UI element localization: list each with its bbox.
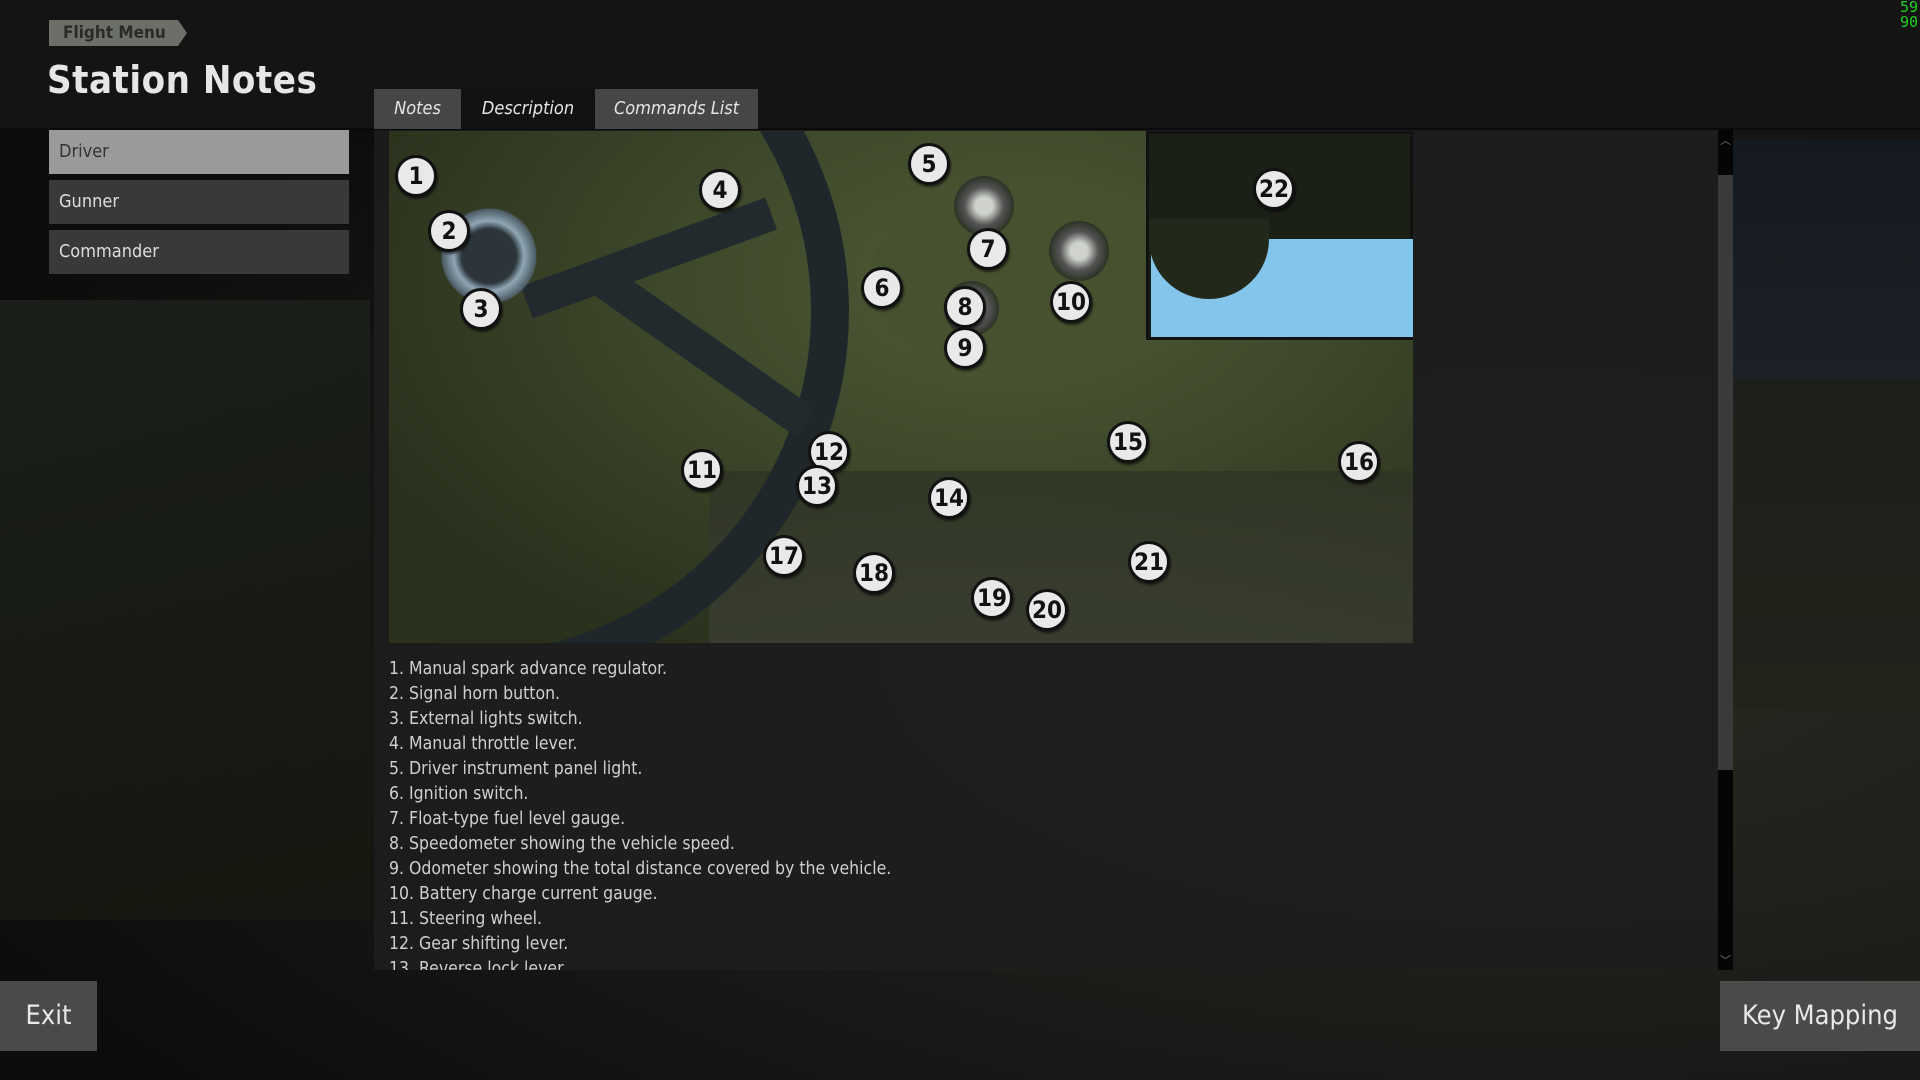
sidebar-item-gunner[interactable]: Gunner: [49, 180, 349, 224]
callout-badge-7: 7: [967, 228, 1009, 270]
scene-field: [1733, 380, 1920, 710]
scene-sky: [1733, 140, 1920, 380]
note-item: 5. Driver instrument panel light.: [389, 759, 643, 779]
note-item: 3. External lights switch.: [389, 709, 583, 729]
flight-menu-back-button[interactable]: Flight Menu: [49, 20, 187, 46]
note-item: 7. Float-type fuel level gauge.: [389, 809, 626, 829]
callout-badge-5: 5: [908, 143, 950, 185]
sidebar-item-driver[interactable]: Driver: [49, 130, 349, 174]
sidebar-item-commander[interactable]: Commander: [49, 230, 349, 274]
callout-badge-6: 6: [861, 267, 903, 309]
header: Flight Menu Station Notes Notes Descript…: [0, 0, 1920, 130]
key-mapping-button[interactable]: Key Mapping: [1720, 981, 1920, 1051]
tab-notes[interactable]: Notes: [374, 89, 461, 129]
callout-badge-21: 21: [1128, 541, 1170, 583]
fps-value: 90: [1899, 13, 1918, 31]
scroll-down-icon[interactable]: ﹀: [1720, 954, 1731, 967]
callout-badge-11: 11: [681, 449, 723, 491]
callout-badge-13: 13: [796, 465, 838, 507]
callout-badge-22: 22: [1253, 168, 1295, 210]
page-title: Station Notes: [47, 58, 318, 102]
instrument-panel: [869, 181, 1199, 381]
note-item: 9. Odometer showing the total distance c…: [389, 859, 892, 879]
note-item: 10. Battery charge current gauge.: [389, 884, 658, 904]
note-item: 11. Steering wheel.: [389, 909, 543, 929]
note-item: 1. Manual spark advance regulator.: [389, 659, 668, 679]
note-item: 13. Reverse lock lever.: [389, 959, 567, 970]
callout-badge-9: 9: [944, 327, 986, 369]
fuel-gauge-graphic: [954, 176, 1014, 236]
callout-badge-16: 16: [1338, 441, 1380, 483]
callout-badge-8: 8: [944, 286, 986, 328]
station-sidebar: Driver Gunner Commander: [49, 130, 349, 280]
fps-value: 59: [1899, 0, 1918, 16]
notes-list: 1. Manual spark advance regulator. 2. Sig…: [389, 657, 891, 970]
note-item: 2. Signal horn button.: [389, 684, 561, 704]
callout-badge-18: 18: [853, 552, 895, 594]
tab-description[interactable]: Description: [461, 89, 595, 129]
scene-left-window: [0, 300, 370, 920]
callout-badge-20: 20: [1026, 589, 1068, 631]
note-item: 4. Manual throttle lever.: [389, 734, 578, 754]
callout-badge-3: 3: [460, 288, 502, 330]
scrollbar[interactable]: ︿ ﹀: [1718, 130, 1733, 970]
note-item: 12. Gear shifting lever.: [389, 934, 569, 954]
callout-badge-15: 15: [1107, 421, 1149, 463]
inset-view: [1146, 131, 1413, 340]
callout-badge-14: 14: [928, 477, 970, 519]
callout-badge-2: 2: [428, 210, 470, 252]
battery-gauge-graphic: [1049, 221, 1109, 281]
note-item: 6. Ignition switch.: [389, 784, 529, 804]
note-item: 8. Speedometer showing the vehicle speed…: [389, 834, 735, 854]
tab-commands-list[interactable]: Commands List: [595, 89, 758, 129]
callout-badge-17: 17: [763, 535, 805, 577]
callout-badge-1: 1: [395, 155, 437, 197]
callout-badge-10: 10: [1050, 281, 1092, 323]
fps-counter: 59 90: [1900, 0, 1918, 30]
scroll-up-icon[interactable]: ︿: [1720, 134, 1731, 147]
exit-button[interactable]: Exit: [0, 981, 97, 1051]
scroll-thumb[interactable]: [1718, 175, 1733, 770]
callout-badge-4: 4: [699, 169, 741, 211]
callout-badge-19: 19: [971, 577, 1013, 619]
